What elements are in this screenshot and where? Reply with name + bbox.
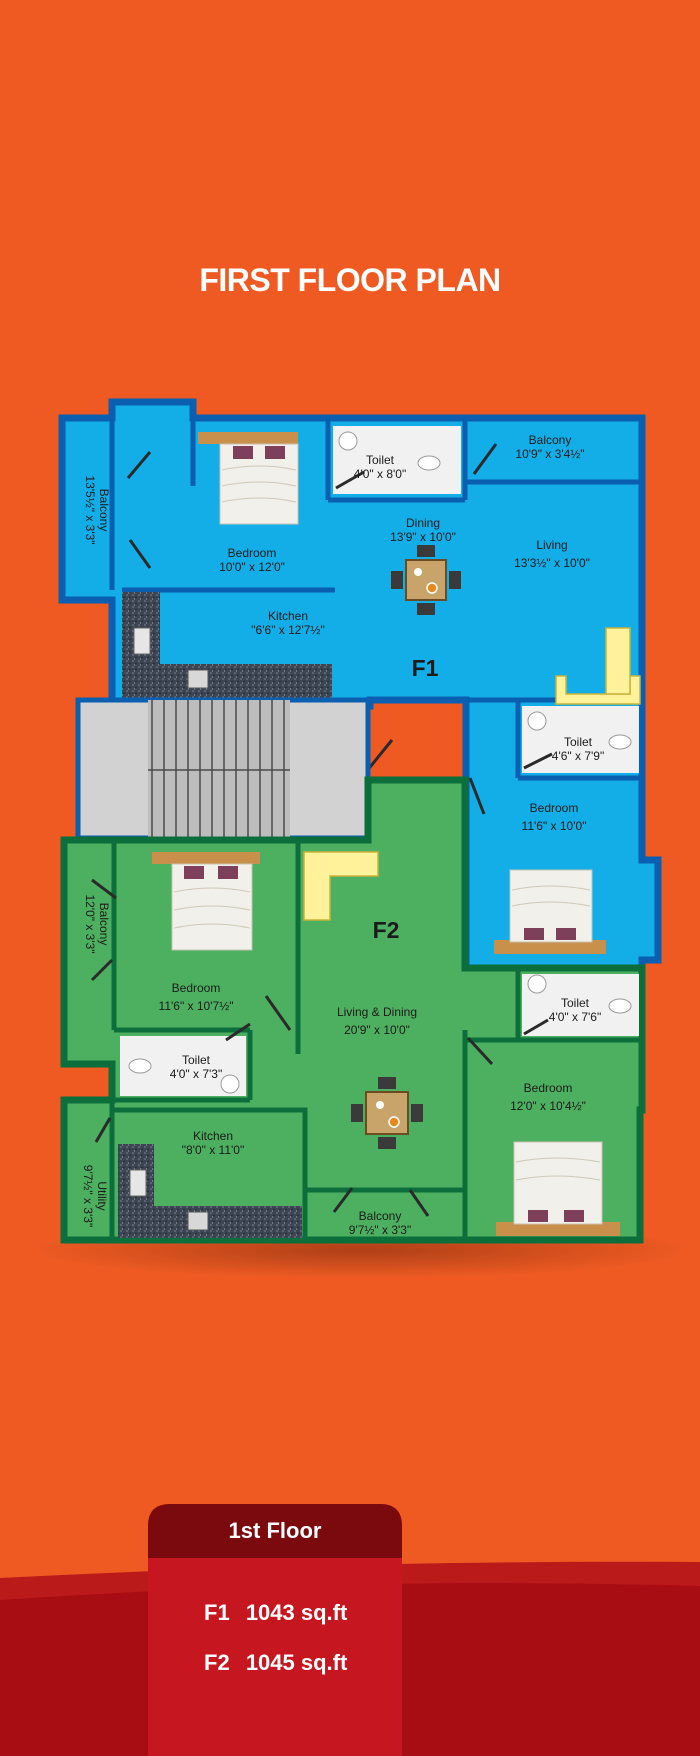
plate-icon (414, 568, 422, 576)
page-title: FIRST FLOOR PLAN (199, 262, 501, 298)
f1-balcony-top-size: 10'9" x 3'4½" (515, 447, 584, 461)
f1-toilet-top-size: 4'0" x 8'0" (354, 467, 406, 481)
f2-living-dining-size: 20'9" x 10'0" (344, 1023, 410, 1037)
plate-icon (388, 1116, 400, 1128)
stove-icon (187, 1211, 209, 1231)
sofa-icon (605, 627, 631, 695)
basin-icon (220, 1074, 240, 1094)
dining-table-icon (365, 1091, 409, 1135)
dining-table-icon (405, 559, 447, 601)
area-panel (148, 1504, 402, 1756)
svg-text:Balcony: Balcony (97, 489, 111, 532)
f1-bedroom-top-name: Bedroom (228, 546, 277, 560)
f2-toilet-right-size: 4'0" x 7'6" (549, 1010, 601, 1024)
bed-icon (496, 1141, 620, 1236)
sink-icon (129, 1169, 147, 1197)
footer-bg (0, 1504, 700, 1756)
basin-icon (527, 711, 547, 731)
bed-icon (152, 852, 260, 951)
f1-dining-name: Dining (406, 516, 440, 530)
chair-icon (411, 1104, 423, 1122)
f2-area-label: F2 (204, 1650, 230, 1675)
sink-icon (133, 627, 151, 655)
footer-heading: 1st Floor (228, 1518, 322, 1543)
f1-kitchen-name: Kitchen (268, 609, 308, 623)
unit-f1-label: F1 (412, 655, 439, 681)
unit-f1 (58, 398, 662, 972)
f1-living-size: 13'3½" x 10'0" (514, 556, 590, 570)
unit-f2 (60, 776, 646, 1244)
sofa-icon (303, 851, 379, 921)
f2-kitchen-size: "8'0" x 11'0" (182, 1143, 245, 1157)
f2-bedroom-right-size: 12'0" x 10'4½" (510, 1099, 586, 1113)
basin-icon (338, 431, 358, 451)
chair-icon (351, 1104, 363, 1122)
area-tab (148, 1504, 402, 1558)
f1-area-label: F1 (204, 1600, 230, 1625)
f2-balcony-left-label: Balcony 12'0" x 3'3" (83, 894, 111, 953)
floor-plan: Balcony 13'5½" x 3'3" Bedroom 10'0" x 12… (30, 398, 690, 1278)
f2-kitchen-name: Kitchen (193, 1129, 233, 1143)
f1-toilet-right-name: Toilet (564, 735, 593, 749)
f2-living-dining-name: Living & Dining (337, 1005, 417, 1019)
unit-f2-label: F2 (373, 917, 400, 943)
wc-icon (128, 1058, 152, 1074)
f2-toilet-left-size: 4'0" x 7'3" (170, 1067, 222, 1081)
f2-bedroom-right-name: Bedroom (524, 1081, 573, 1095)
room-labels: Balcony 13'5½" x 3'3" Bedroom 10'0" x 12… (81, 433, 604, 1237)
f1-area-value: 1043 sq.ft (245, 1600, 348, 1625)
basin-icon (527, 974, 547, 994)
f2-toilet-left-name: Toilet (182, 1053, 211, 1067)
f1-toilet-top-name: Toilet (366, 453, 395, 467)
stove-icon (187, 669, 209, 689)
chair-icon (391, 571, 403, 589)
f2-area-value: 1045 sq.ft (245, 1650, 348, 1675)
door-marks (90, 878, 549, 1217)
plate-icon (426, 582, 438, 594)
svg-text:12'0" x 3'3": 12'0" x 3'3" (83, 894, 97, 953)
f2-kitchen-counter-bottom (118, 1206, 302, 1238)
staircase (75, 697, 371, 841)
f1-area-row: F1 1043 sq.ft (204, 1600, 347, 1626)
f1-balcony-left-label: Balcony 13'5½" x 3'3" (83, 475, 111, 544)
chair-icon (378, 1077, 396, 1089)
svg-text:Utility: Utility (95, 1181, 109, 1210)
chair-icon (449, 571, 461, 589)
chair-icon (378, 1137, 396, 1149)
f2-bedroom-left-size: 11'6" x 10'7½" (159, 999, 234, 1013)
f2-area-row: F2 1045 sq.ft (204, 1650, 347, 1676)
wc-icon (608, 998, 632, 1014)
f1-living-name: Living (536, 538, 567, 552)
wc-icon (417, 455, 441, 471)
svg-text:Balcony: Balcony (97, 903, 111, 946)
bed-icon (198, 432, 299, 525)
svg-text:13'5½" x 3'3": 13'5½" x 3'3" (83, 475, 97, 544)
f1-bedroom-right-name: Bedroom (530, 801, 579, 815)
f2-toilet-right-name: Toilet (561, 996, 590, 1010)
chair-icon (417, 603, 435, 615)
f1-bedroom-right-size: 11'6" x 10'0" (522, 819, 587, 833)
wc-icon (608, 734, 632, 750)
f1-toilet-right-size: 4'6" x 7'9" (552, 749, 604, 763)
f2-utility-label: Utility 9'7½" x 3'3" (81, 1165, 109, 1227)
f2-balcony-bottom-name: Balcony (359, 1209, 402, 1223)
bed-icon (494, 869, 606, 954)
f1-bedroom-top-size: 10'0" x 12'0" (219, 560, 285, 574)
chair-icon (417, 545, 435, 557)
f2-bedroom-left-name: Bedroom (172, 981, 221, 995)
f2-balcony-bottom-size: 9'7½" x 3'3" (349, 1223, 411, 1237)
f1-kitchen-size: "6'6" x 12'7½" (251, 623, 324, 637)
footer: 1st Floor F1 1043 sq.ft F2 1045 sq.ft (0, 1500, 700, 1756)
f1-balcony-top-name: Balcony (529, 433, 572, 447)
svg-text:9'7½" x 3'3": 9'7½" x 3'3" (81, 1165, 95, 1227)
f1-kitchen-counter-bottom (122, 664, 332, 700)
f1-dining-size: 13'9" x 10'0" (390, 530, 456, 544)
plate-icon (376, 1101, 384, 1109)
